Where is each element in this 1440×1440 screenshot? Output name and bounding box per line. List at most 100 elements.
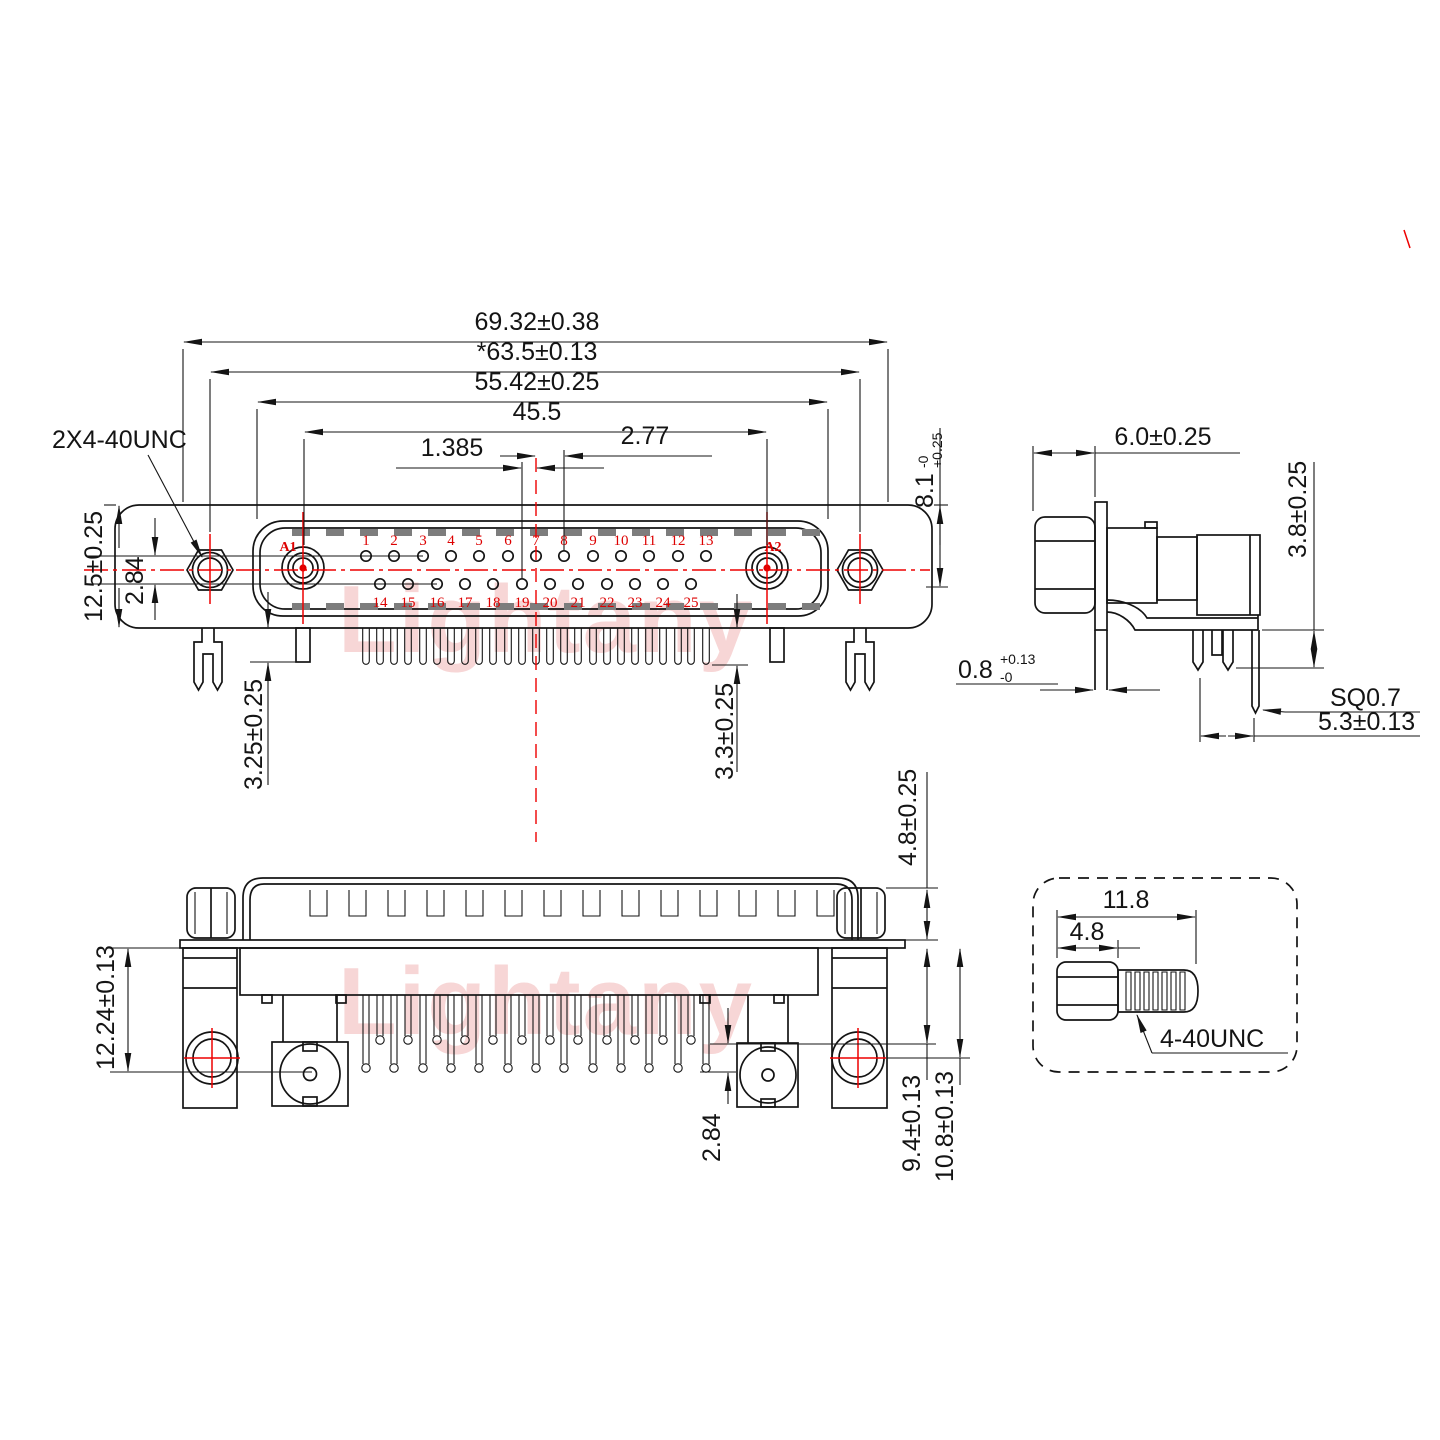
detail-border <box>1032 877 1298 1073</box>
pin-number: 15 <box>401 595 416 611</box>
pin-circle <box>486 577 500 591</box>
pin-circle <box>600 577 614 591</box>
pin-number: 10 <box>614 533 629 549</box>
dim-shell-width: 55.42±0.25 <box>475 368 600 396</box>
svg-text:-0: -0 <box>1000 669 1013 685</box>
mount-block-right <box>831 947 888 1109</box>
detail-thread-label: 4-40UNC <box>1160 1025 1264 1053</box>
pin-number: 2 <box>390 533 398 549</box>
pin-circle <box>684 577 698 591</box>
side-flange <box>1094 501 1108 631</box>
dim-tail-short: 9.4±0.13 <box>898 1075 926 1172</box>
red-artifact-mark <box>1403 229 1411 249</box>
pin-number: 9 <box>589 533 597 549</box>
side-board-lock <box>1192 630 1234 672</box>
pin-number: 22 <box>600 595 615 611</box>
watermark-artifact <box>1403 229 1411 249</box>
pin-circle <box>430 577 444 591</box>
svg-text:-0: -0 <box>915 455 931 468</box>
svg-text:8.1: 8.1 <box>911 473 939 508</box>
svg-text:4.8±0.25: 4.8±0.25 <box>894 769 922 866</box>
front-thread-label: 2X4-40UNC <box>52 426 187 454</box>
dim-pin-square: SQ0.7 <box>1330 684 1401 712</box>
dim-overall-width: 69.32±0.38 <box>475 308 600 336</box>
pin-number: 3 <box>419 533 427 549</box>
pin-circle <box>401 577 415 591</box>
svg-text:10.8±0.13: 10.8±0.13 <box>931 1071 959 1182</box>
pin-circle <box>458 577 472 591</box>
pin-circle <box>699 549 713 563</box>
shell-ground-leg-right <box>769 627 785 663</box>
side-housing-a <box>1106 527 1158 604</box>
hex-standoff-left <box>186 887 236 939</box>
dim-block-depth: 12.24±0.13 <box>92 945 120 1070</box>
dim-body-height: 12.5±0.25 <box>80 511 108 622</box>
dim-leg-right: 3.3±0.25 <box>711 683 739 780</box>
side-dimensions: 6.0±0.25 3.8±0.25 0.8 +0.13 -0 SQ0.7 5.3… <box>956 423 1420 742</box>
pin-number: 24 <box>656 595 672 611</box>
pin-number: 16 <box>430 595 446 611</box>
label-a2: A2 <box>764 540 781 555</box>
shell-ground-leg-left <box>295 627 311 663</box>
pin-row-bottom <box>373 577 698 591</box>
side-housing-c <box>1196 534 1261 616</box>
side-housing-step <box>1144 521 1158 529</box>
pin-row-top <box>359 549 713 563</box>
bottom-shell-inner <box>249 883 853 940</box>
dim-row-spacing-front: 2.84 <box>121 556 149 605</box>
pin-circle <box>586 549 600 563</box>
side-view <box>1034 501 1261 715</box>
svg-text:+0.13: +0.13 <box>1000 651 1036 667</box>
detail-view: 11.8 4.8 4-40UNC <box>1032 877 1298 1073</box>
pin-number: 19 <box>515 595 530 611</box>
pin-number: 23 <box>628 595 643 611</box>
dim-tail-long: 10.8±0.13 <box>931 1071 959 1182</box>
svg-text:+0.25: +0.25 <box>929 432 945 468</box>
pin-circle <box>557 549 571 563</box>
pin-circle <box>543 577 557 591</box>
dim-row-spacing-bottom: 2.84 <box>698 1113 726 1162</box>
insulator-foot-3 <box>699 994 711 1004</box>
svg-text:9.4±0.13: 9.4±0.13 <box>898 1075 926 1172</box>
hex-standoff-right <box>836 887 886 939</box>
svg-text:2.84: 2.84 <box>698 1113 726 1162</box>
pin-circle <box>472 549 486 563</box>
dim-face-height: 8.1 +0.25 -0 <box>911 432 945 508</box>
pin-circle <box>642 549 656 563</box>
pin-number: 13 <box>699 533 714 549</box>
dim-standoff: 4.8±0.25 <box>894 769 922 866</box>
pin-number: 6 <box>504 533 512 549</box>
insulator-foot-2 <box>335 994 347 1004</box>
svg-text:3.3±0.25: 3.3±0.25 <box>711 683 739 780</box>
svg-text:3.8±0.25: 3.8±0.25 <box>1284 461 1312 558</box>
svg-text:2.84: 2.84 <box>121 556 149 605</box>
pin-number: 7 <box>532 533 540 549</box>
screw-shaft <box>1117 969 1199 1013</box>
dim-half-pitch: 1.385 <box>421 434 484 462</box>
bottom-dimensions: 4.8±0.25 12.24±0.13 2.84 9.4±0.13 10.8±0… <box>92 769 970 1182</box>
pin-number: 18 <box>486 595 501 611</box>
pin-number: 1 <box>362 533 370 549</box>
pin-circle <box>373 577 387 591</box>
pin-circle <box>387 549 401 563</box>
front-dimensions: 69.32±0.38 *63.5±0.13 55.42±0.25 45.5 2.… <box>52 308 948 790</box>
dim-front-depth: 6.0±0.25 <box>1114 423 1211 451</box>
pin-number: 17 <box>458 595 474 611</box>
watermark-layer: Lightany Lightany <box>338 566 754 1055</box>
dim-screw-head: 4.8 <box>1070 918 1105 946</box>
crosshair-mount-right <box>830 1028 886 1088</box>
dim-tail-length: 5.3±0.13 <box>1318 708 1415 736</box>
bottom-shell-tabs <box>309 890 835 917</box>
dim-coax-span: 45.5 <box>513 398 562 426</box>
screw-threads <box>1125 971 1186 1011</box>
dim-flange-thickness: 0.8 +0.13 -0 <box>958 651 1036 685</box>
watermark-text-bottom: Lightany <box>338 948 754 1055</box>
bottom-pin-tips <box>361 1035 711 1073</box>
pin-number: 14 <box>373 595 389 611</box>
pin-circle <box>656 577 670 591</box>
side-bracket-plate <box>1106 599 1259 631</box>
bottom-flange-bar <box>179 939 906 949</box>
